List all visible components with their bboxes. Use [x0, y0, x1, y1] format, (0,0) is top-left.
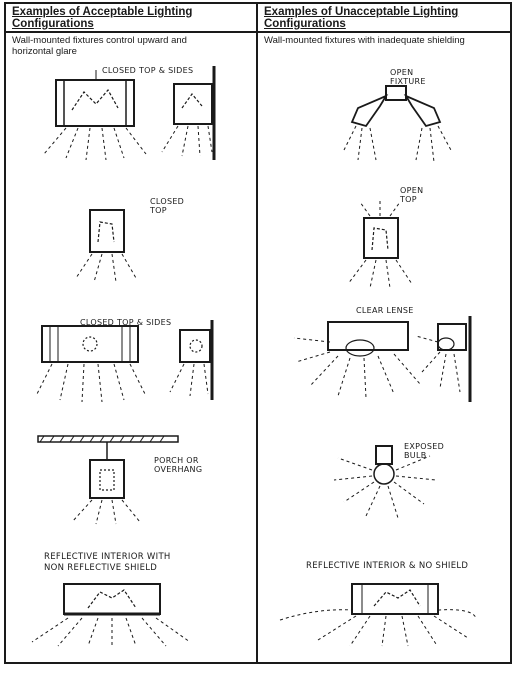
label-porch-overhang: PORCH OR OVERHANG	[154, 456, 203, 474]
label-reflective-no-shield: REFLECTIVE INTERIOR & NO SHIELD	[306, 561, 469, 571]
header-rule	[6, 31, 510, 33]
fixture-exposed-bulb	[333, 445, 437, 519]
fixture-closed-top	[75, 209, 137, 283]
fixture-reflective-shielded	[31, 583, 191, 647]
label-closed-top: CLOSED TOP	[150, 197, 185, 215]
label-open-top: OPEN TOP	[400, 186, 424, 204]
label-closed-top-sides-2: CLOSED TOP & SIDES	[80, 318, 172, 327]
unacceptable-subtitle: Wall-mounted fixtures with inadequate sh…	[264, 35, 465, 46]
acceptable-subtitle: Wall-mounted fixtures control upward and…	[12, 35, 187, 57]
fixture-clear-lense-pair	[293, 316, 472, 402]
label-reflective-with-shield: REFLECTIVE INTERIOR WITH NON REFLECTIVE …	[44, 552, 171, 573]
fixture-open-top	[347, 200, 413, 289]
fixture-porch-overhang	[37, 435, 179, 525]
fixture-closed-top-sides-pair	[43, 66, 216, 161]
fixture-closed-top-sides-pair-2	[35, 320, 214, 403]
label-closed-top-sides-1: CLOSED TOP & SIDES	[102, 66, 194, 75]
fixture-open-floodlights	[343, 85, 453, 163]
lighting-examples-sheet: Examples of Acceptable Lighting Configur…	[4, 2, 512, 664]
acceptable-title: Examples of Acceptable Lighting Configur…	[12, 6, 193, 30]
label-exposed-bulb: EXPOSED BULB	[404, 442, 445, 460]
column-divider	[256, 4, 258, 662]
label-open-fixture: OPEN FIXTURE	[390, 68, 426, 86]
label-clear-lense: CLEAR LENSE	[356, 306, 414, 315]
fixture-reflective-no-shield	[279, 583, 477, 647]
unacceptable-title: Examples of Unacceptable Lighting Config…	[264, 6, 459, 30]
